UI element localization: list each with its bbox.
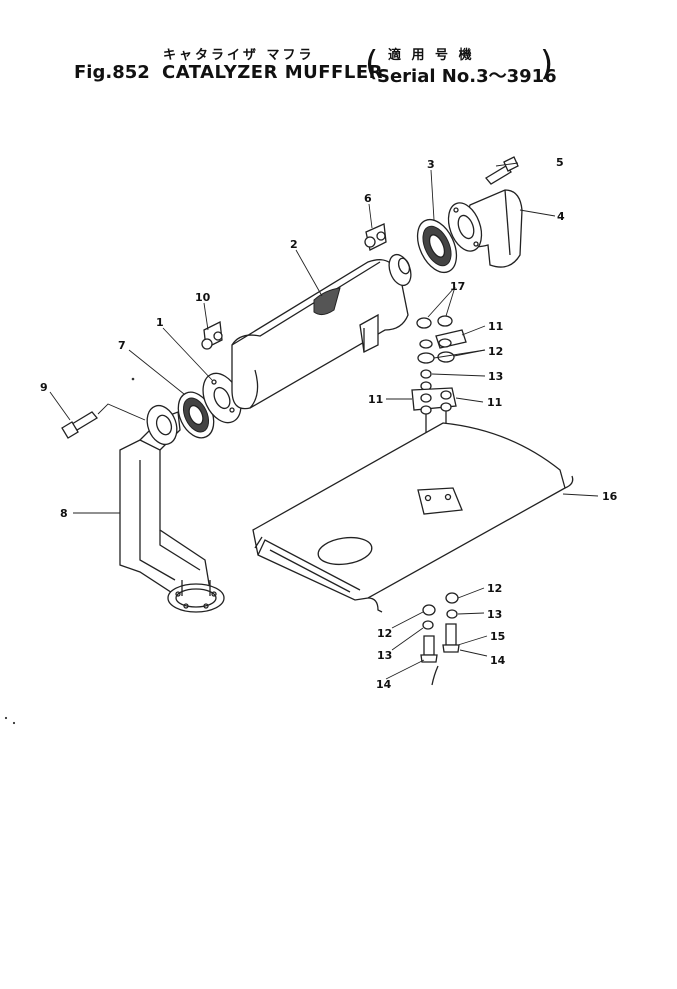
callout-11-b: 11 (368, 393, 383, 406)
part-4-elbow-pipe (447, 189, 523, 268)
hardware-stack-lower (420, 592, 460, 686)
part-6-nut (364, 223, 387, 251)
part-16-cover-plate (252, 422, 574, 613)
part-9-bolt (61, 411, 98, 439)
callout-8: 8 (60, 507, 68, 520)
part-7-gasket (177, 391, 215, 439)
leader-lines (49, 162, 599, 680)
callout-13-b: 13 (487, 608, 502, 621)
serial-range: Serial No.3～3916 (377, 66, 557, 87)
callout-14-a: 14 (490, 654, 506, 667)
part-8-exhaust-pipe (119, 404, 225, 613)
callout-6: 6 (364, 192, 372, 205)
callout-3: 3 (427, 158, 435, 171)
callout-1: 1 (156, 316, 164, 329)
callout-15: 15 (490, 630, 505, 643)
japanese-title: キャタライザ マフラ (163, 48, 315, 63)
diagram-title: CATALYZER MUFFLER (162, 62, 383, 83)
callout-4: 4 (557, 210, 565, 223)
part-5-bolt (485, 156, 519, 185)
callout-12-b: 12 (487, 582, 502, 595)
japanese-serial-label: 適 用 号 機 (388, 48, 475, 63)
scan-specks (4, 377, 135, 725)
figure-number: Fig.852 (74, 62, 150, 83)
callout-labels: 1 2 3 4 5 6 7 8 9 10 11 11 11 12 12 12 1… (40, 156, 618, 691)
callout-17: 17 (450, 280, 465, 293)
callout-2: 2 (290, 238, 298, 251)
callout-11-c: 11 (487, 396, 502, 409)
callout-14-b: 14 (376, 678, 392, 691)
part-3-gasket (416, 218, 458, 274)
callout-13-a: 13 (488, 370, 503, 383)
part-10-nut (201, 321, 223, 350)
callout-9: 9 (40, 381, 48, 394)
diagram-header: キャタライザ マフラ 適 用 号 機 Fig.852 CATALYZER MUF… (0, 0, 677, 100)
callout-7: 7 (118, 339, 126, 352)
callout-5: 5 (556, 156, 564, 169)
open-paren: ( (365, 44, 379, 84)
callout-16: 16 (602, 490, 618, 503)
callout-13-c: 13 (377, 649, 392, 662)
callout-12-c: 12 (377, 627, 392, 640)
callout-11-a: 11 (488, 320, 503, 333)
part-2-muffler-body (231, 253, 412, 410)
close-paren: ) (540, 44, 554, 84)
callout-12-a: 12 (488, 345, 503, 358)
callout-10: 10 (195, 291, 211, 304)
